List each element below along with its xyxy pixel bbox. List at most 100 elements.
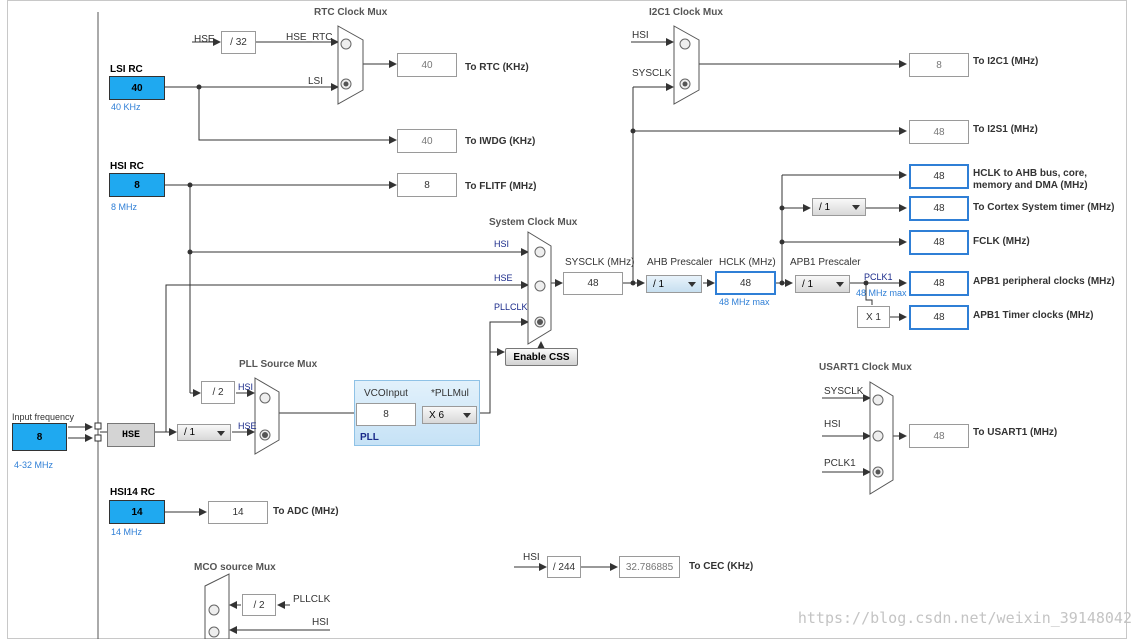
hsi-rc-value[interactable]: 8 [109, 173, 165, 197]
cec-divider: / 244 [547, 556, 581, 578]
pll-hsi-label: HSI [238, 382, 254, 392]
usart1-sysclk-label: SYSCLK [824, 386, 864, 397]
flitf-output-label: To FLITF (MHz) [465, 181, 537, 192]
sysclk-label: SYSCLK (MHz) [565, 257, 635, 268]
pll-hse-divider-value: / 1 [184, 427, 196, 438]
apb1-timer-output-label: APB1 Timer clocks (MHz) [973, 310, 1094, 321]
lsi-rc-title: LSI RC [110, 64, 143, 75]
cortex-output-label: To Cortex System timer (MHz) [973, 202, 1115, 213]
chevron-down-icon [217, 430, 225, 436]
apb1-prescaler-value: / 1 [802, 278, 814, 290]
i2c1-output-value: 8 [909, 53, 969, 77]
hsi14-rc-freq: 14 MHz [111, 527, 143, 537]
mco-pllclk-label: PLLCLK [293, 594, 331, 605]
rtc-hse-rtc-label: HSE_RTC [286, 32, 333, 43]
hsi-rc-title: HSI RC [110, 161, 144, 172]
ahb-output-value: 48 [909, 164, 969, 189]
apb1-periph-output-value: 48 [909, 271, 969, 296]
watermark: https://blog.csdn.net/weixin_39148042 [797, 609, 1132, 627]
pll-mul-value: X 6 [429, 409, 445, 421]
sysmux-hse-label: HSE [494, 273, 513, 283]
mco-hsi-label: HSI [312, 617, 329, 628]
apb1-timer-output-value: 48 [909, 305, 969, 330]
adc-output-value: 14 [208, 501, 268, 524]
fclk-output-label: FCLK (MHz) [973, 236, 1030, 247]
hse-oscillator[interactable]: HSE [107, 423, 155, 447]
apb1-periph-output-label: APB1 peripheral clocks (MHz) [973, 276, 1115, 287]
chevron-down-icon [852, 205, 860, 210]
chevron-down-icon [688, 282, 696, 287]
sysmux-pllclk-label: PLLCLK [494, 302, 528, 312]
rtc-lsi-label: LSI [308, 76, 324, 87]
lsi-rc-freq: 40 KHz [111, 102, 141, 112]
pclk1-max: 48 MHz max [856, 288, 907, 298]
hsi14-rc-value[interactable]: 14 [109, 500, 165, 524]
cec-output-label: To CEC (KHz) [689, 561, 754, 572]
ahb-prescaler-dropdown[interactable]: / 1 [646, 275, 702, 293]
hsi14-rc-title: HSI14 RC [110, 487, 156, 498]
adc-output-label: To ADC (MHz) [273, 506, 339, 517]
cortex-divider-dropdown[interactable]: / 1 [812, 198, 866, 216]
fclk-output-value: 48 [909, 230, 969, 255]
usart1-output-value: 48 [909, 424, 969, 448]
i2c1-sysclk-label: SYSCLK [632, 68, 672, 79]
i2c1-mux-title: I2C1 Clock Mux [649, 7, 723, 18]
input-frequency-title: Input frequency [12, 412, 75, 422]
input-frequency-range: 4-32 MHz [14, 460, 54, 470]
pll-source-mux-title: PLL Source Mux [239, 359, 318, 370]
iwdg-output-value: 40 [397, 129, 457, 153]
i2c1-mux [673, 25, 700, 105]
hclk-max: 48 MHz max [719, 297, 770, 307]
pll-hsi-divider: / 2 [201, 381, 235, 404]
ahb-output-label: HCLK to AHB bus, core, memory and DMA (M… [973, 168, 1088, 191]
hsi-rc-freq: 8 MHz [111, 202, 138, 212]
pll-mul-dropdown[interactable]: X 6 [422, 406, 477, 424]
rtc-mux [337, 25, 364, 105]
i2s1-output-label: To I2S1 (MHz) [973, 124, 1038, 135]
i2s1-output-value: 48 [909, 120, 969, 144]
rtc-hse-input-label: HSE [194, 34, 215, 45]
rtc-hse-divider: / 32 [221, 31, 256, 54]
rtc-output-label: To RTC (KHz) [465, 62, 529, 73]
i2c1-hsi-label: HSI [632, 30, 649, 41]
apb1-prescaler-label: APB1 Prescaler [790, 257, 861, 268]
mco-mux-title: MCO source Mux [194, 562, 276, 573]
hclk-label: HCLK (MHz) [719, 257, 776, 268]
enable-css-button[interactable]: Enable CSS [505, 348, 578, 366]
cortex-output-value: 48 [909, 196, 969, 221]
sysmux-hsi-label: HSI [494, 239, 510, 249]
pll-source-mux [254, 377, 280, 455]
iwdg-output-label: To IWDG (KHz) [465, 136, 536, 147]
chevron-down-icon [463, 413, 471, 418]
cec-output-value: 32.786885 [619, 556, 680, 578]
apb1-timer-multiplier: X 1 [857, 306, 890, 328]
input-frequency-value[interactable]: 8 [12, 423, 67, 451]
pll-name: PLL [360, 432, 379, 443]
cortex-divider-value: / 1 [819, 201, 831, 213]
usart1-pclk1-label: PCLK1 [824, 458, 856, 469]
pll-vco-value: 8 [356, 403, 416, 426]
usart1-mux-title: USART1 Clock Mux [819, 362, 912, 373]
chevron-down-icon [836, 282, 844, 287]
mco-divider: / 2 [242, 594, 276, 616]
lsi-rc-value[interactable]: 40 [109, 76, 165, 100]
rtc-mux-title: RTC Clock Mux [314, 7, 388, 18]
rtc-output-value: 40 [397, 53, 457, 77]
pclk1-label: PCLK1 [864, 272, 893, 282]
cec-hsi-label: HSI [523, 552, 540, 563]
i2c1-output-label: To I2C1 (MHz) [973, 56, 1039, 67]
flitf-output-value: 8 [397, 173, 457, 197]
pll-mul-label: *PLLMul [431, 388, 469, 399]
sysclk-value[interactable]: 48 [563, 272, 623, 295]
system-mux-title: System Clock Mux [489, 217, 578, 228]
apb1-prescaler-dropdown[interactable]: / 1 [795, 275, 850, 293]
ahb-prescaler-value: / 1 [653, 278, 665, 290]
hclk-value[interactable]: 48 [715, 271, 776, 295]
ahb-prescaler-label: AHB Prescaler [647, 257, 713, 268]
pll-vco-label: VCOInput [364, 388, 408, 399]
usart1-output-label: To USART1 (MHz) [973, 427, 1058, 438]
pll-hse-divider-dropdown[interactable]: / 1 [177, 424, 231, 441]
pll-hse-label: HSE [238, 421, 257, 431]
usart1-hsi-label: HSI [824, 419, 841, 430]
